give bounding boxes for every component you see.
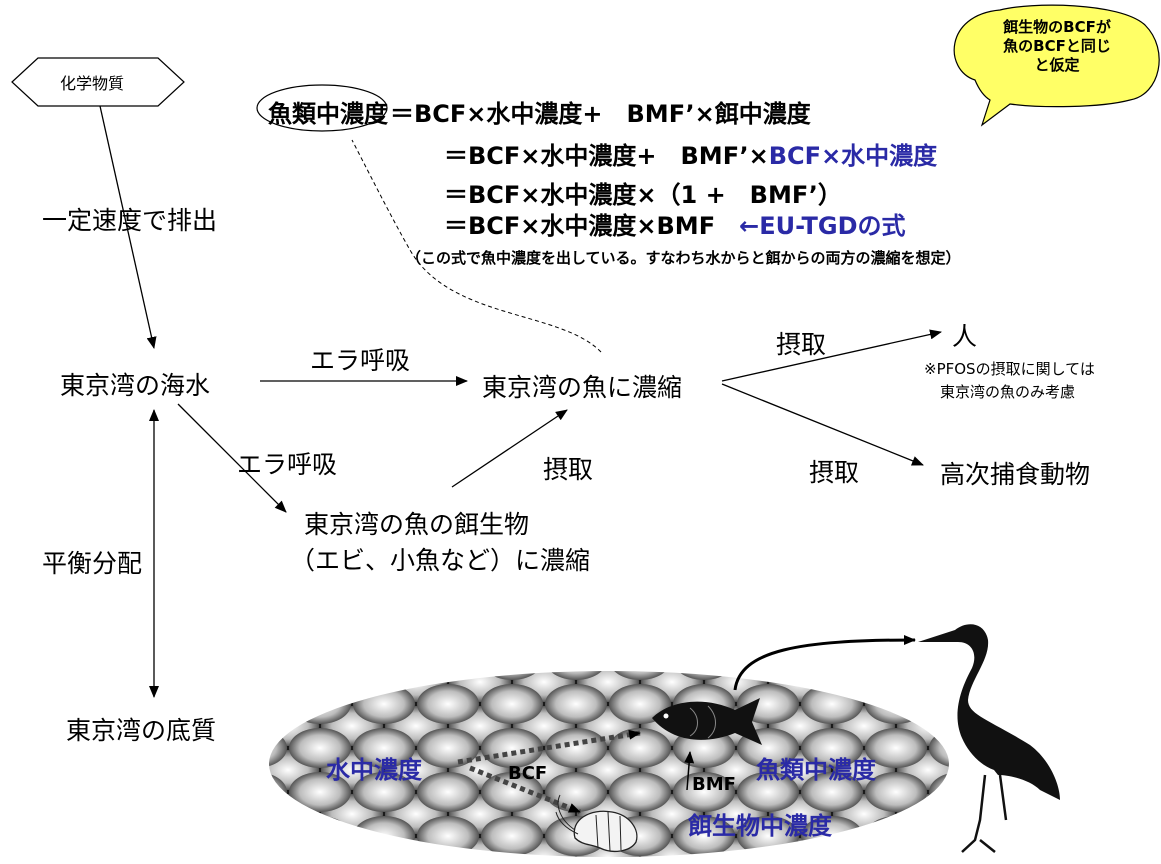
shrimp-icon <box>555 794 638 853</box>
pond-ellipse <box>269 671 949 857</box>
gill-to-fish-label: エラ呼吸 <box>310 346 411 375</box>
prey-node-line1: 東京湾の魚の餌生物 <box>304 510 530 539</box>
water-to-prey-dotted-arrow <box>469 765 581 815</box>
lhs-ellipse <box>256 84 388 132</box>
callout-text: 餌生物のBCFが 魚のBCFと同じ と仮定 <box>973 18 1141 75</box>
equation-note: （この式で魚中濃度を出している。すなわち水からと餌からの両方の濃縮を想定） <box>406 249 961 267</box>
fish-node: 東京湾の魚に濃縮 <box>482 373 683 402</box>
equation-line1: ＝BCF×水中濃度+ BMF’×餌中濃度 <box>390 100 811 128</box>
prey-to-fish-bmf-arrow <box>684 751 695 791</box>
emission-label: 一定速度で排出 <box>42 206 218 235</box>
callout-bubble <box>953 4 1160 127</box>
equilibrium-label: 平衡分配 <box>42 549 143 578</box>
water-conc-label: 水中濃度 <box>326 756 422 784</box>
equation-line4: ＝BCF×水中濃度×BMF ←EU-TGDの式 <box>444 206 906 241</box>
seawater-node: 東京湾の海水 <box>60 371 211 400</box>
gill-to-prey-label: エラ呼吸 <box>237 450 338 479</box>
fish-to-human-arrow <box>721 329 942 382</box>
equation-line2-prefix: ＝BCF×水中濃度+ BMF’× <box>444 142 769 170</box>
dashed-link-curve <box>351 139 602 353</box>
prey-node-line2: （エビ、小魚など）に濃縮 <box>290 546 591 575</box>
sediment-node: 東京湾の底質 <box>66 716 217 745</box>
callout-line3: と仮定 <box>1034 56 1080 74</box>
fish-to-human-label: 摂取 <box>776 330 827 359</box>
fish-icon <box>652 698 762 745</box>
fish-to-heron-arrow <box>733 635 916 691</box>
pfos-note-line2: 東京湾の魚のみ考慮 <box>940 383 1076 401</box>
pfos-note-line1: ※PFOSの摂取に関しては <box>924 360 1095 378</box>
heron-icon <box>918 624 1060 853</box>
human-node: 人 <box>952 322 978 351</box>
prey-to-fish-arrow <box>451 409 568 488</box>
bmf-label: BMF <box>692 774 736 795</box>
equation-lhs: 魚類中濃度 <box>268 100 388 128</box>
prey-to-fish-label: 摂取 <box>543 455 594 484</box>
equation-line4-prefix: ＝BCF×水中濃度×BMF <box>444 212 740 240</box>
fish-to-predator-arrow <box>721 383 924 466</box>
emission-arrow <box>99 105 157 349</box>
equation-line4-blue: ←EU-TGDの式 <box>739 212 906 240</box>
fish-to-predator-label: 摂取 <box>809 458 860 487</box>
water-to-fish-dotted-arrow <box>457 729 641 765</box>
equation-line2-blue: BCF×水中濃度 <box>768 142 938 170</box>
equation-line3: ＝BCF×水中濃度×（1 + BMF’） <box>444 181 842 209</box>
callout-line1: 餌生物のBCFが <box>1003 18 1111 36</box>
fish-conc-label: 魚類中濃度 <box>756 756 876 784</box>
gill-to-prey-arrow <box>177 403 287 513</box>
chemical-label: 化学物質 <box>60 74 125 93</box>
prey-conc-label: 餌生物中濃度 <box>688 812 832 840</box>
equation-line2: ＝BCF×水中濃度+ BMF’×BCF×水中濃度 <box>444 136 937 171</box>
predator-node: 高次捕食動物 <box>940 460 1091 489</box>
chemical-hexagon <box>11 57 185 107</box>
callout-line2: 魚のBCFと同じ <box>1003 37 1111 55</box>
bcf-label: BCF <box>508 763 548 784</box>
